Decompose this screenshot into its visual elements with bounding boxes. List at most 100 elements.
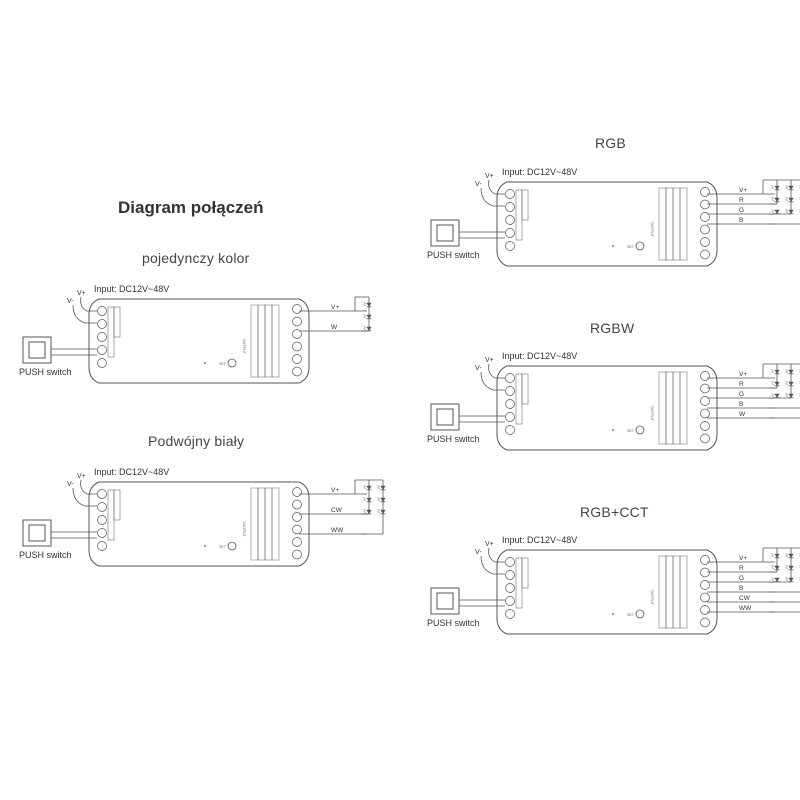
- led-triangle: [774, 381, 780, 386]
- terminal-right: [700, 567, 710, 578]
- wire-label: WW: [739, 605, 752, 612]
- led-emission: [785, 184, 789, 190]
- set-button: [635, 241, 645, 251]
- led-triangle: [366, 509, 372, 514]
- terminal-right: [700, 408, 710, 419]
- indicator-dot: [612, 245, 614, 247]
- terminal-label-strip: [521, 557, 529, 589]
- terminal-right: [292, 341, 302, 352]
- vplus-label: V+: [485, 357, 494, 364]
- terminal-right: [700, 212, 710, 222]
- terminal-left: [97, 528, 107, 538]
- wire-label: B: [739, 585, 743, 592]
- input-voltage-label: Input: DC12V~48V: [502, 351, 577, 361]
- controller-body: [496, 549, 718, 635]
- push-switch-label: PUSH switch: [427, 618, 480, 628]
- terminal-left: [97, 489, 107, 499]
- led-emission: [785, 196, 789, 202]
- push-switch-button: [28, 341, 46, 359]
- wire-label: CW: [739, 595, 751, 602]
- led-triangle: [774, 393, 780, 398]
- led-emission: [771, 208, 775, 214]
- wire-label: G: [739, 575, 744, 582]
- wire-label: R: [739, 565, 744, 572]
- terminal-left: [505, 412, 515, 422]
- terminal-right: [700, 433, 710, 444]
- wire-label: WW: [331, 527, 344, 534]
- push-switch-label: PUSH switch: [19, 550, 72, 560]
- wire-label: R: [739, 381, 744, 388]
- terminal-left: [505, 583, 515, 593]
- terminal-left: [505, 570, 515, 580]
- terminal-right: [700, 605, 710, 615]
- led-emission: [771, 392, 775, 398]
- led-emission: [771, 576, 775, 582]
- led-triangle: [380, 485, 386, 490]
- terminal-right: [292, 537, 302, 547]
- section-title-rgb: RGB: [595, 135, 626, 151]
- push-switch-label: PUSH switch: [427, 250, 480, 260]
- section-title-rgbcct: RGB+CCT: [580, 504, 649, 520]
- push-switch-button: [436, 408, 454, 426]
- led-emission: [785, 208, 789, 214]
- input-wire-positive: [488, 179, 505, 195]
- led-triangle: [366, 326, 372, 331]
- wire-label: CW: [331, 507, 343, 514]
- terminal-left: [97, 306, 107, 316]
- vplus-label: V+: [77, 473, 86, 480]
- led-triangle: [788, 553, 794, 558]
- wire-label: R: [739, 197, 744, 204]
- vminus-label: V-: [67, 298, 74, 305]
- push-switch-button: [436, 592, 454, 610]
- led-emission: [771, 552, 775, 558]
- wire-label: W: [739, 411, 746, 418]
- output-marking: OUTPUT: [242, 339, 246, 355]
- input-wire-negative: [480, 371, 505, 391]
- terminal-left: [505, 202, 515, 212]
- led-triangle: [788, 209, 794, 214]
- set-button: [227, 541, 237, 551]
- vplus-label: V+: [485, 541, 494, 548]
- led-triangle: [788, 565, 794, 570]
- controller-body: [88, 481, 310, 567]
- controller-body: [88, 298, 310, 384]
- led-triangle: [774, 369, 780, 374]
- push-switch-button: [28, 524, 46, 542]
- vminus-label: V-: [475, 365, 482, 372]
- terminal-right: [292, 487, 302, 497]
- terminal-right: [292, 524, 302, 535]
- led-triangle: [774, 209, 780, 214]
- led-triangle: [774, 553, 780, 558]
- vminus-label: V-: [475, 181, 482, 188]
- terminal-right: [700, 237, 710, 247]
- terminal-left: [97, 319, 107, 329]
- led-triangle: [788, 381, 794, 386]
- terminal-right: [292, 304, 302, 314]
- vplus-label: V+: [485, 173, 494, 180]
- terminal-right: [292, 366, 302, 377]
- terminal-left: [97, 502, 107, 512]
- output-label-grid: [271, 487, 280, 561]
- push-switch-label: PUSH switch: [19, 367, 72, 377]
- led-emission: [377, 508, 381, 514]
- terminal-label-strip: [113, 489, 121, 521]
- terminal-left: [505, 596, 515, 606]
- terminal-right: [292, 499, 302, 510]
- set-label: SET: [219, 545, 227, 549]
- terminal-label-strip: [521, 189, 529, 221]
- set-button: [227, 358, 237, 368]
- terminal-right: [700, 580, 710, 590]
- terminal-label-strip: [113, 306, 121, 338]
- wire-label: B: [739, 217, 743, 224]
- terminal-right: [700, 199, 710, 210]
- terminal-right: [292, 549, 302, 560]
- terminal-label-strip: [521, 373, 529, 405]
- led-emission: [771, 184, 775, 190]
- terminal-right: [700, 383, 710, 394]
- led-triangle: [380, 509, 386, 514]
- input-voltage-label: Input: DC12V~48V: [502, 535, 577, 545]
- input-wire-positive: [80, 296, 97, 312]
- output-label-grid: [679, 187, 688, 261]
